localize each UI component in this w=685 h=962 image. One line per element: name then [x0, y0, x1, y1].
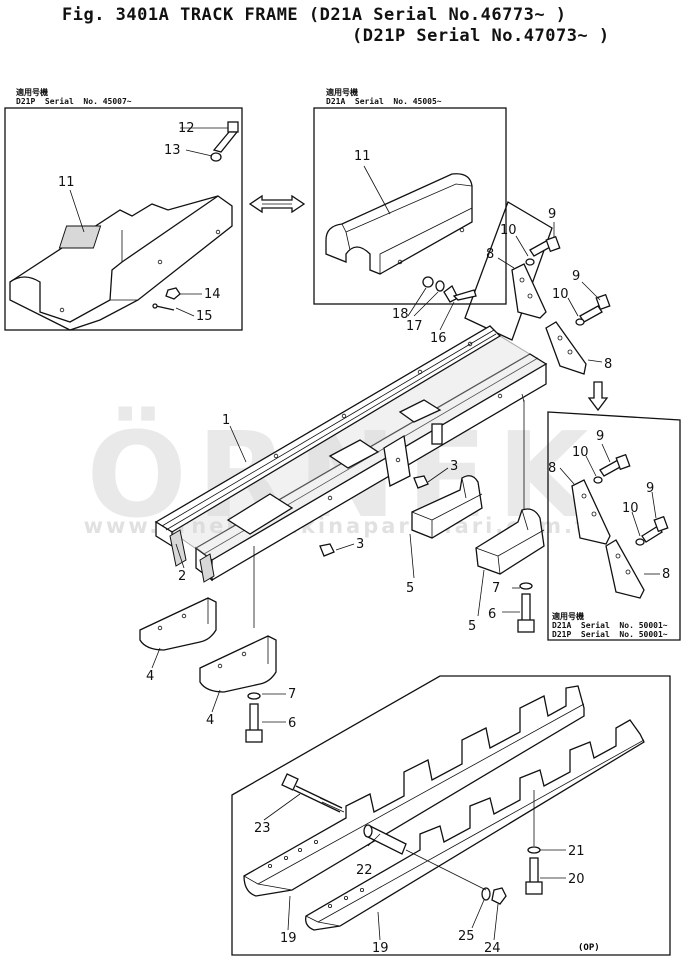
bolt-16 [443, 285, 477, 303]
washer-13-left [210, 152, 222, 162]
part-label-5-a: 5 [406, 581, 414, 596]
bolt-9-upper-a [529, 235, 561, 257]
washer-10-upper-a [525, 258, 535, 266]
bolt-20 [525, 857, 543, 895]
track-guard-19-rear [243, 685, 585, 897]
washer-21 [527, 846, 541, 854]
washer-10-lower-b [635, 538, 645, 546]
bolt-23 [281, 773, 345, 813]
part-label-23: 23 [254, 821, 271, 836]
option-label: (OP) [578, 943, 600, 953]
part-label-13: 13 [164, 143, 181, 158]
double-arrow-icon [248, 194, 306, 214]
part-label-8-upper-b: 8 [604, 357, 612, 372]
washer-25 [481, 887, 491, 901]
part-label-6-left: 6 [288, 716, 296, 731]
part-label-20: 20 [568, 872, 585, 887]
part-label-12: 12 [178, 121, 195, 136]
part-label-1: 1 [222, 413, 230, 428]
part-label-6-right: 6 [488, 607, 496, 622]
bracket-8-lower-b [605, 539, 645, 599]
washer-18 [422, 276, 434, 288]
part-label-9-lower-b: 9 [646, 481, 654, 496]
applicable-serial-note-right: 適用号機 D21A Serial No. 50001~ D21P Serial … [552, 612, 668, 639]
part-label-4-b: 4 [206, 713, 214, 728]
part-label-24: 24 [484, 941, 501, 956]
inset-frame-bracket-lower [547, 411, 681, 641]
part-label-10-upper-b: 10 [552, 287, 569, 302]
part-label-11-center: 11 [354, 149, 371, 164]
pin-15-left [152, 303, 175, 311]
part-label-17: 17 [406, 319, 423, 334]
washer-10-lower-a [593, 476, 603, 484]
track-guard-4-a [139, 597, 217, 651]
nut-3-b [319, 543, 335, 557]
part-label-11-left: 11 [58, 175, 75, 190]
part-label-8-upper-a: 8 [486, 247, 494, 262]
part-label-7-right: 7 [492, 581, 500, 596]
part-label-9-upper-b: 9 [572, 269, 580, 284]
bolt-9-lower-a [599, 453, 631, 477]
part-label-10-upper-a: 10 [500, 223, 517, 238]
part-label-5-b: 5 [468, 619, 476, 634]
track-guard-19-front [305, 719, 645, 931]
down-arrow-icon [587, 381, 609, 412]
part-label-22: 22 [356, 863, 373, 878]
part-label-8-lower-a: 8 [548, 461, 556, 476]
part-label-19-left: 19 [280, 931, 297, 946]
part-label-9-upper-a: 9 [548, 207, 556, 222]
washer-17 [435, 280, 445, 292]
bracket-8-upper-b [545, 321, 587, 375]
part-label-7-left: 7 [288, 687, 296, 702]
part-label-16: 16 [430, 331, 447, 346]
part-label-25: 25 [458, 929, 475, 944]
washer-10-upper-b [575, 318, 585, 326]
part-label-18: 18 [392, 307, 409, 322]
part-label-2: 2 [178, 569, 186, 584]
track-frame-cover-left [9, 195, 233, 331]
figure-title: Fig. 3401A TRACK FRAME (D21A Serial No.4… [62, 5, 567, 25]
track-guard-5-b [475, 508, 545, 575]
washer-7-left [247, 692, 261, 700]
track-frame-cover-center [325, 173, 473, 275]
inset-frame-left [4, 107, 243, 331]
part-label-10-lower-a: 10 [572, 445, 589, 460]
part-label-10-lower-b: 10 [622, 501, 639, 516]
spacer-pipe-22 [363, 824, 407, 855]
part-label-4-a: 4 [146, 669, 154, 684]
part-label-15: 15 [196, 309, 213, 324]
inset-frame-option [231, 675, 671, 956]
bolt-6-left [245, 703, 263, 743]
track-frame-main [154, 325, 548, 583]
nut-3-a [413, 475, 429, 489]
applicable-serial-note-left: 適用号機 D21P Serial No. 45007~ [16, 88, 132, 106]
part-label-19-right: 19 [372, 941, 389, 956]
nut-14-left [165, 287, 181, 300]
bolt-6-right [517, 593, 535, 633]
part-label-9-lower-a: 9 [596, 429, 604, 444]
part-label-3-b: 3 [356, 537, 364, 552]
track-guard-4-b [199, 635, 277, 693]
part-label-21: 21 [568, 844, 585, 859]
part-label-14: 14 [204, 287, 221, 302]
track-guard-5-a [411, 475, 483, 539]
bolt-9-lower-b [641, 515, 669, 543]
washer-7-right [519, 582, 533, 590]
inset-frame-bracket-upper [464, 201, 553, 341]
nut-24 [491, 887, 507, 905]
bolt-12-left [212, 121, 239, 153]
part-label-3-a: 3 [450, 459, 458, 474]
applicable-serial-note-center: 適用号機 D21A Serial No. 45005~ [326, 88, 442, 106]
bracket-8-upper-a [511, 263, 547, 319]
bolt-9-upper-b [579, 293, 611, 323]
bracket-8-lower-a [571, 479, 611, 545]
part-label-8-lower-b: 8 [662, 567, 670, 582]
figure-title-line2: (D21P Serial No.47073~ ) [352, 26, 610, 46]
